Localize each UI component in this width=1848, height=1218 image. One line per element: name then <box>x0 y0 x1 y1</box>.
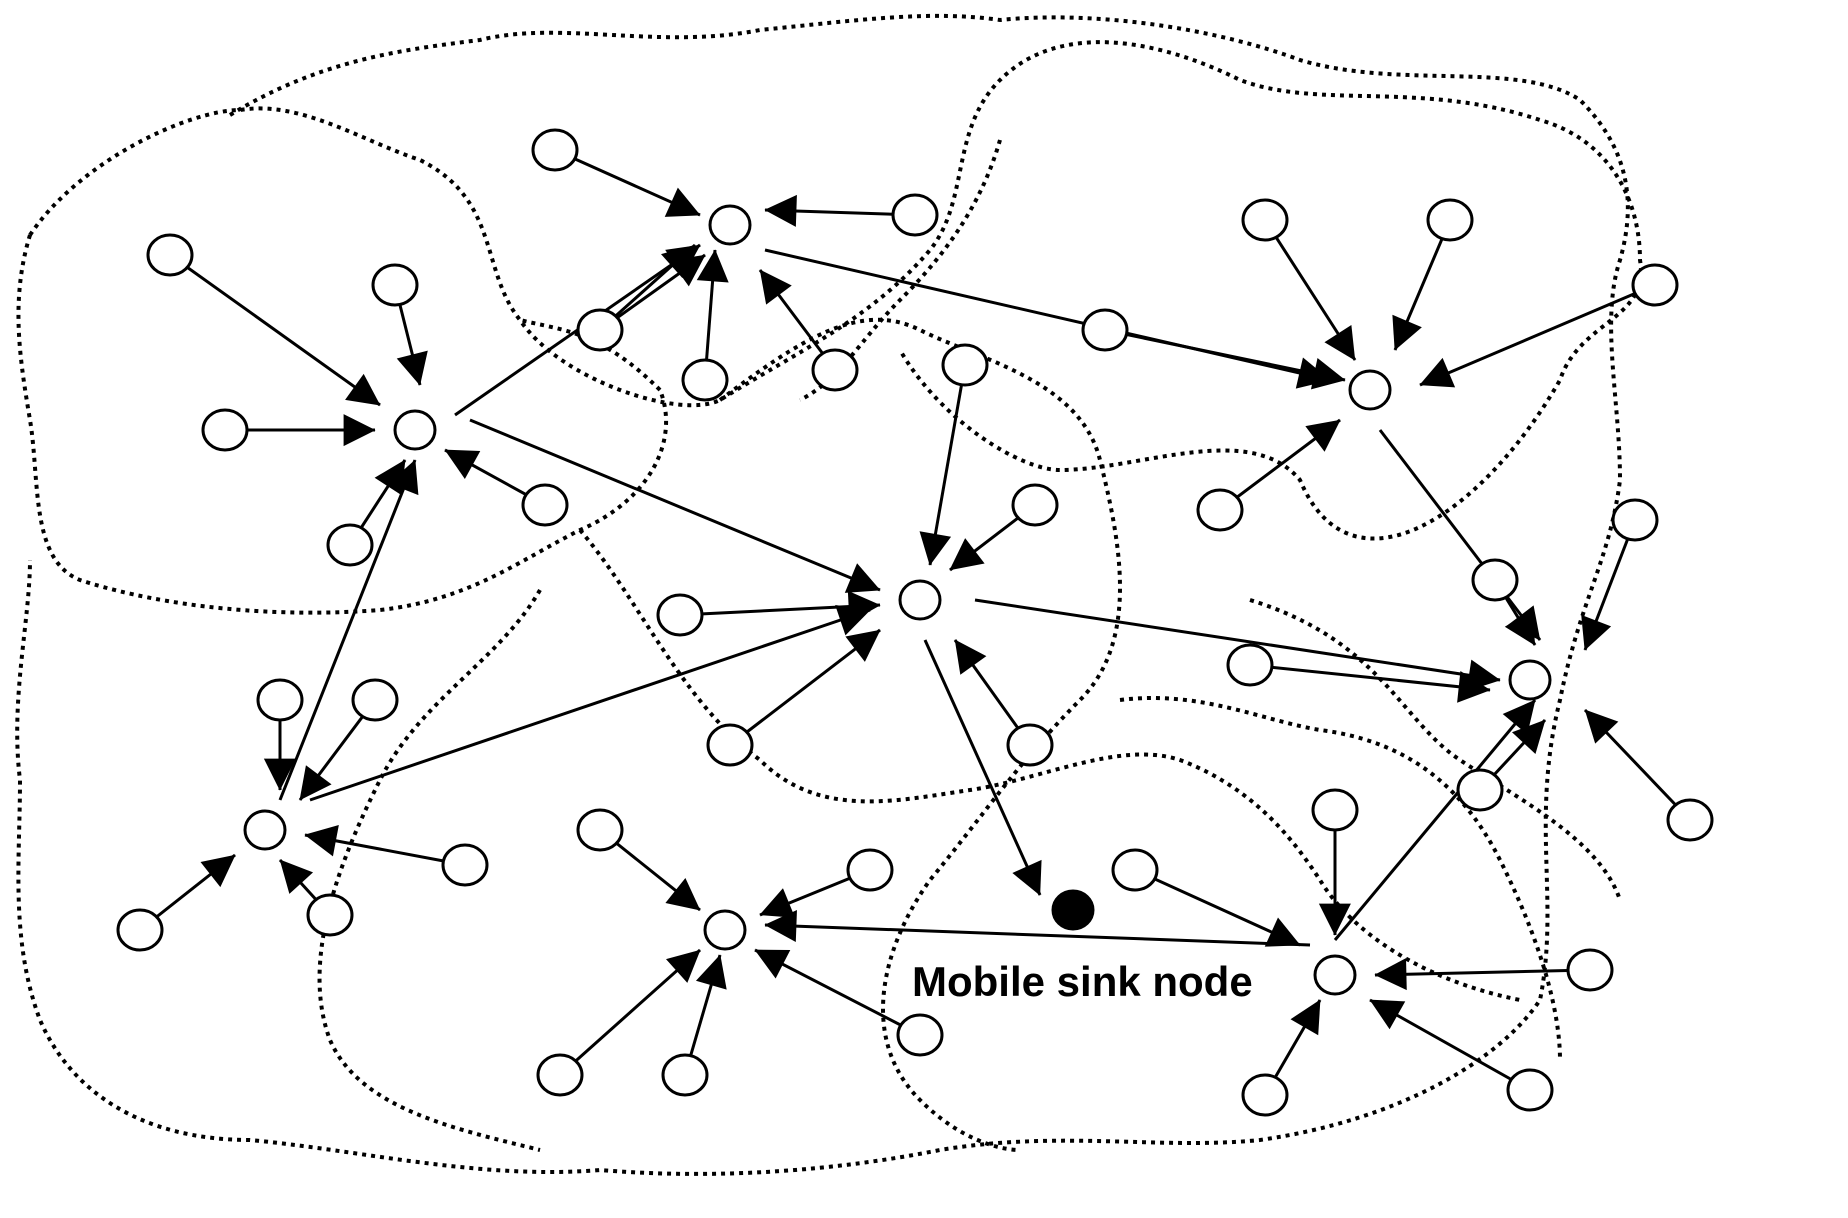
sensor-node-29 <box>116 908 164 952</box>
sensor-node-24 <box>1456 768 1504 812</box>
link-43 <box>754 948 921 1037</box>
sensor-node-9 <box>521 483 569 527</box>
sensor-node-33 <box>536 1053 584 1097</box>
link-14 <box>1392 219 1452 351</box>
sensor-node-6 <box>146 233 194 277</box>
link-41 <box>559 948 701 1077</box>
link-19 <box>919 364 967 566</box>
link-2 <box>764 194 916 227</box>
link-16 <box>1219 418 1341 512</box>
sensor-node-36 <box>1111 848 1159 892</box>
link-22 <box>729 628 881 747</box>
sensor-node-15 <box>1081 308 1129 352</box>
sensor-node-10 <box>326 523 374 567</box>
link-6 <box>169 253 381 407</box>
mobile-sink-node <box>1051 889 1095 931</box>
sensor-node-30 <box>306 893 354 937</box>
sensor-node-39 <box>1241 1073 1289 1117</box>
sensor-node-4 <box>811 348 859 392</box>
sensor-node-37 <box>1311 788 1359 832</box>
link-24 <box>469 418 881 593</box>
sensor-node-25 <box>1226 643 1274 687</box>
cluster-head-node-4 <box>898 579 942 621</box>
cluster-boundary-5 <box>1249 598 1622 901</box>
sensor-node-38 <box>1566 948 1614 992</box>
cluster-boundary-3 <box>519 318 662 392</box>
sensor-node-18 <box>656 593 704 637</box>
cluster-head-node-5 <box>1508 659 1552 701</box>
sensor-node-13 <box>1631 263 1679 307</box>
link-38 <box>309 605 871 802</box>
sensor-node-16 <box>941 343 989 387</box>
cluster-boundary-7 <box>718 317 1122 1152</box>
link-25 <box>974 598 1501 692</box>
cluster-head-node-2 <box>393 409 437 451</box>
sensor-node-11 <box>1241 198 1289 242</box>
sensor-node-1 <box>531 128 579 172</box>
link-15 <box>1419 283 1656 388</box>
sensor-node-3 <box>681 358 729 402</box>
sensor-node-23 <box>1666 798 1714 842</box>
link-49 <box>1369 998 1531 1092</box>
mobile-sink-label: Mobile sink node <box>912 958 1253 1005</box>
cluster-boundary-1 <box>28 40 1643 541</box>
link-29 <box>1583 708 1692 822</box>
cluster-boundary-9 <box>1119 695 1562 1061</box>
link-31 <box>1378 429 1542 641</box>
cluster-head-node-8 <box>1313 954 1357 996</box>
sensor-nodes <box>116 128 1714 1117</box>
link-21 <box>679 590 881 623</box>
sensor-node-8 <box>201 408 249 452</box>
cluster-boundary-8 <box>578 528 1521 1002</box>
sensor-node-5 <box>576 308 624 352</box>
cluster-boundary-2 <box>16 234 669 615</box>
sensor-node-7 <box>371 263 419 307</box>
link-28 <box>1581 519 1637 651</box>
sensor-node-28 <box>441 843 489 887</box>
sensor-node-12 <box>1426 198 1474 242</box>
sensor-node-19 <box>706 723 754 767</box>
cluster-head-node-7 <box>703 909 747 951</box>
link-47 <box>1374 958 1591 991</box>
link-45 <box>1134 868 1301 947</box>
sensor-node-35 <box>896 1013 944 1057</box>
sensor-node-2 <box>891 193 939 237</box>
cluster-boundaries <box>15 13 1643 1176</box>
sensor-node-20 <box>1006 723 1054 767</box>
link-34 <box>304 824 466 867</box>
sensor-node-22 <box>1611 498 1659 542</box>
link-51 <box>923 639 1042 896</box>
link-37 <box>278 459 419 801</box>
cluster-boundary-6 <box>317 589 542 1152</box>
sensor-node-40 <box>1506 1068 1554 1112</box>
sensor-node-17 <box>1011 483 1059 527</box>
sensor-node-32 <box>846 848 894 892</box>
link-44 <box>764 910 1311 947</box>
link-18 <box>764 248 1331 389</box>
sensor-node-21 <box>1471 558 1519 602</box>
cluster-head-node-3 <box>1348 369 1392 411</box>
cluster-boundary-4 <box>15 13 1630 1176</box>
sensor-node-31 <box>576 808 624 852</box>
sensor-node-34 <box>661 1053 709 1097</box>
link-13 <box>1263 219 1357 361</box>
cluster-head-node-1 <box>708 204 752 246</box>
communication-links <box>139 148 1692 1096</box>
link-26 <box>1249 663 1491 703</box>
sensor-node-26 <box>256 678 304 722</box>
sensor-node-14 <box>1196 488 1244 532</box>
link-3 <box>696 249 729 381</box>
link-1 <box>554 148 701 217</box>
sensor-node-27 <box>351 678 399 722</box>
cluster-head-node-6 <box>243 809 287 851</box>
link-50 <box>1333 699 1537 941</box>
